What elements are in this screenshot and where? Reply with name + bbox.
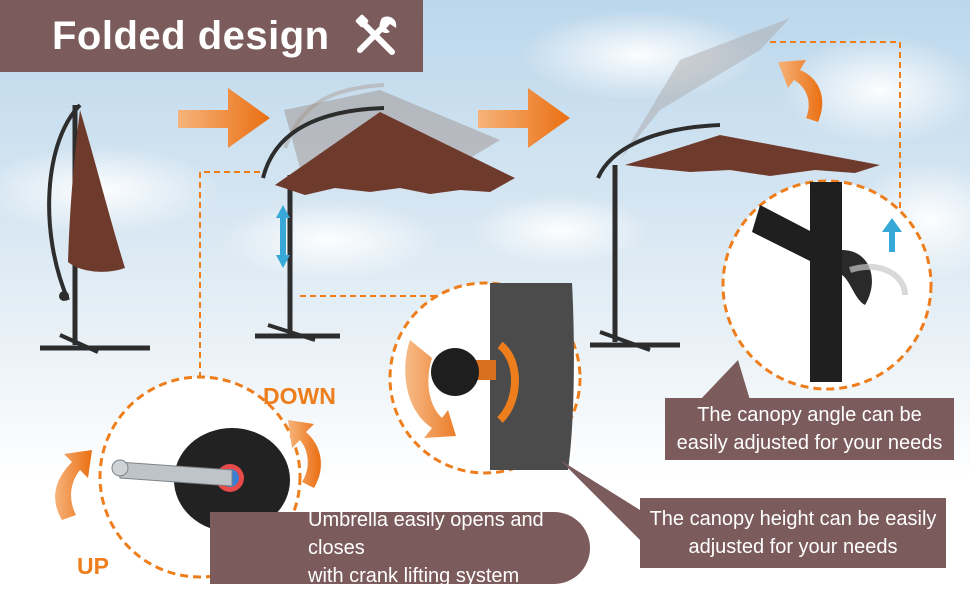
vertical-double-arrow-icon [276, 205, 290, 268]
angle-callout-line2: easily adjusted for your needs [676, 432, 943, 454]
arrow-right-icon [478, 88, 570, 148]
callout-pointer [700, 360, 750, 400]
arrow-right-icon [178, 88, 270, 148]
height-callout-line1: The canopy height can be easily [649, 508, 937, 530]
height-callout-line2: adjusted for your needs [688, 536, 898, 558]
title-banner: Folded design [0, 0, 423, 72]
crank-callout-line1: Umbrella easily opens and closes [308, 509, 544, 559]
height-knob-detail-circle [388, 281, 582, 475]
up-label: UP [77, 553, 109, 579]
sky-clouds [0, 10, 970, 280]
angle-callout-line1: The canopy angle can be [697, 404, 922, 426]
down-label: DOWN [263, 383, 336, 409]
callout-pointer [560, 460, 640, 540]
height-callout: The canopy height can be easily adjusted… [640, 498, 946, 568]
rotate-arrow-icon [778, 60, 823, 122]
angle-callout: The canopy angle can be easily adjusted … [665, 398, 954, 460]
guide-lines [199, 41, 901, 390]
crank-callout-line2: with crank lifting system [308, 565, 520, 587]
up-arrow-icon [882, 218, 902, 252]
page-title: Folded design [52, 13, 330, 58]
rotate-arrow-icon [55, 450, 92, 520]
folded-umbrella [40, 103, 150, 354]
tilt-umbrella [590, 18, 880, 352]
tools-icon [355, 14, 396, 55]
angle-detail-circle [721, 179, 933, 391]
rotate-arrow-icon [288, 420, 321, 488]
height-umbrella [255, 83, 515, 342]
crank-callout: Umbrella easily opens and closes with cr… [210, 509, 590, 587]
